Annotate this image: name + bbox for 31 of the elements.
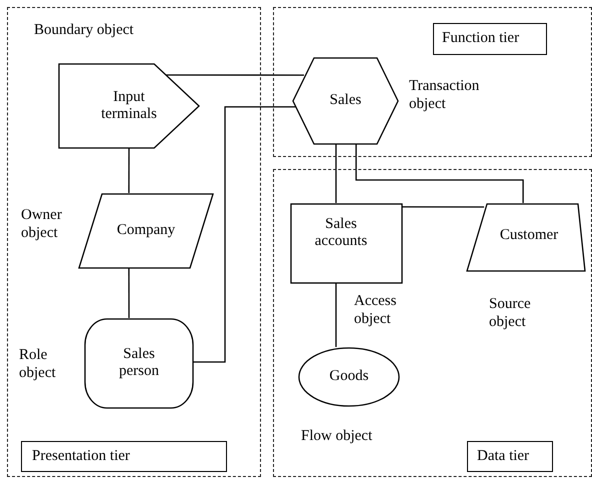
- node-label: Company: [116, 222, 176, 239]
- object-type-label: Transaction object: [409, 77, 480, 113]
- connector-line: [401, 206, 484, 208]
- tier-label: [21, 441, 227, 472]
- node-label: Sales: [328, 92, 362, 109]
- tier-name: Function tier: [442, 30, 520, 47]
- tier-name: Presentation tier: [32, 448, 130, 465]
- connector-line: [335, 282, 337, 347]
- tier-region: [7, 7, 261, 477]
- object-type-label: Boundary object: [34, 21, 135, 39]
- connector-line: [128, 267, 130, 318]
- tier-region: [273, 169, 592, 477]
- connector-line: [335, 143, 337, 203]
- object-type-label: Owner object: [21, 206, 63, 242]
- node-label: Sales accounts: [314, 216, 368, 250]
- connector-line: [192, 106, 296, 363]
- node-label: Goods: [328, 368, 370, 385]
- object-type-label: Access object: [354, 292, 398, 328]
- connector-line: [355, 143, 524, 203]
- node-label: Sales person: [118, 346, 160, 380]
- object-type-label: Flow object: [301, 427, 374, 445]
- tier-label: [433, 23, 547, 55]
- connector-line: [128, 147, 130, 193]
- object-type-label: Role object: [19, 346, 57, 382]
- connector-line: [165, 74, 304, 76]
- node-label: Input terminals: [100, 89, 158, 123]
- object-type-label: Source object: [489, 295, 532, 331]
- tier-name: Data tier: [477, 448, 530, 465]
- node-label: Customer: [498, 227, 560, 244]
- tier-region: [273, 7, 592, 157]
- tier-label: [467, 441, 553, 472]
